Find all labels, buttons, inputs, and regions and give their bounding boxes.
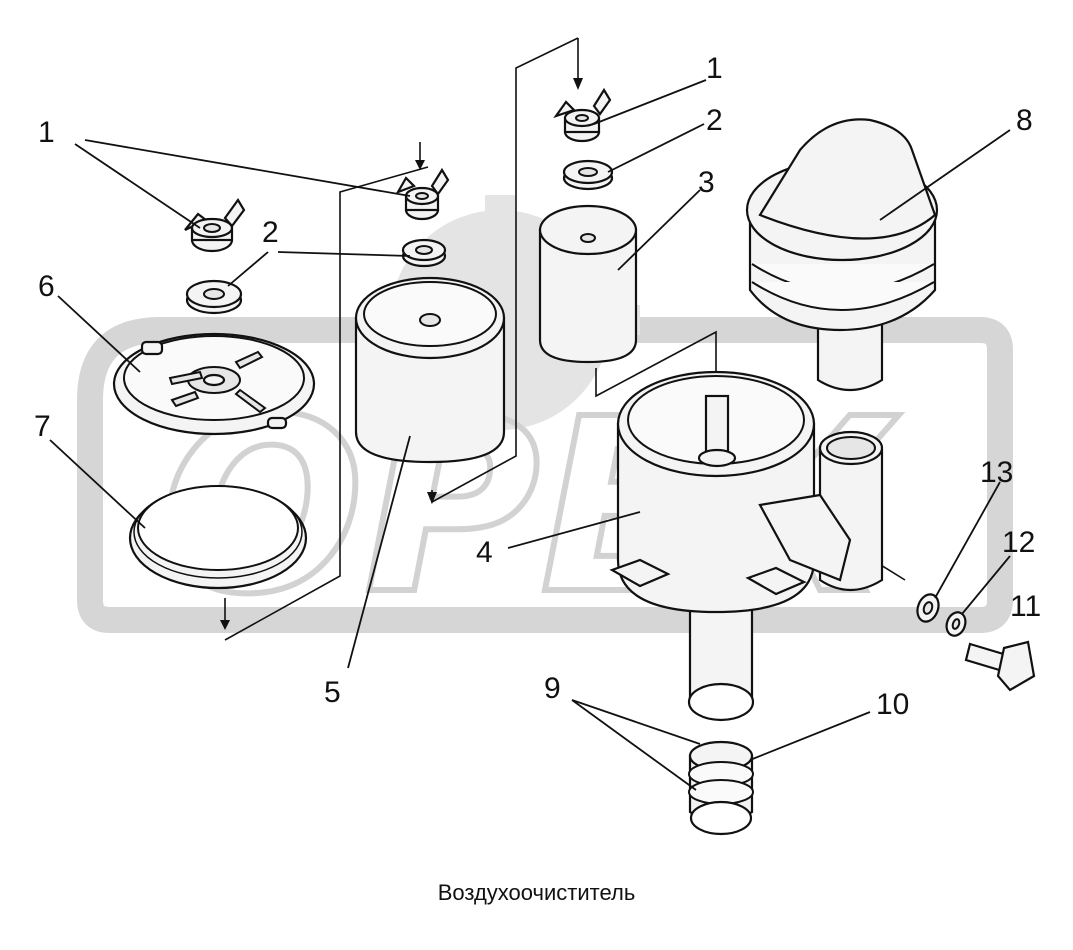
hose-sleeve-9 <box>688 740 754 836</box>
callout-9: 9 <box>544 672 561 705</box>
bolt-11 <box>964 640 1036 692</box>
callout-6: 6 <box>38 270 55 303</box>
inlet-cap <box>745 118 939 391</box>
callout-3: 3 <box>698 166 715 199</box>
assembly-guide-left <box>220 142 429 641</box>
callout-2-right: 2 <box>706 104 723 137</box>
wing-nut-left <box>184 198 246 253</box>
callout-7: 7 <box>34 410 51 443</box>
callout-1-right: 1 <box>706 52 723 85</box>
washer-13 <box>916 593 940 623</box>
assembly-guide-middle <box>427 37 583 504</box>
gasket-ring <box>128 485 308 590</box>
callout-4: 4 <box>476 536 493 569</box>
callout-2-left: 2 <box>262 216 279 249</box>
housing-body <box>609 370 884 722</box>
callout-labels: 1 2 6 7 1 2 3 8 13 12 11 4 5 9 10 <box>34 52 1041 721</box>
callout-1-left: 1 <box>38 116 55 149</box>
callout-8: 8 <box>1016 104 1033 137</box>
spring-washer-12 <box>945 611 967 637</box>
washer-right <box>562 159 614 191</box>
callout-5: 5 <box>324 676 341 709</box>
washer-left <box>185 279 243 315</box>
callout-10: 10 <box>876 688 909 721</box>
diagram-caption: Воздухоочиститель <box>437 880 636 905</box>
cover-plate <box>112 332 316 436</box>
inner-filter <box>538 204 638 364</box>
callout-13: 13 <box>980 456 1013 489</box>
callout-11: 11 <box>1010 590 1041 623</box>
washer-middle <box>401 238 447 268</box>
wing-nut-middle <box>395 167 450 221</box>
filter-element <box>354 276 506 464</box>
callout-12: 12 <box>1002 526 1035 559</box>
leader-lines <box>49 79 1011 791</box>
wing-nut-right <box>553 87 612 143</box>
